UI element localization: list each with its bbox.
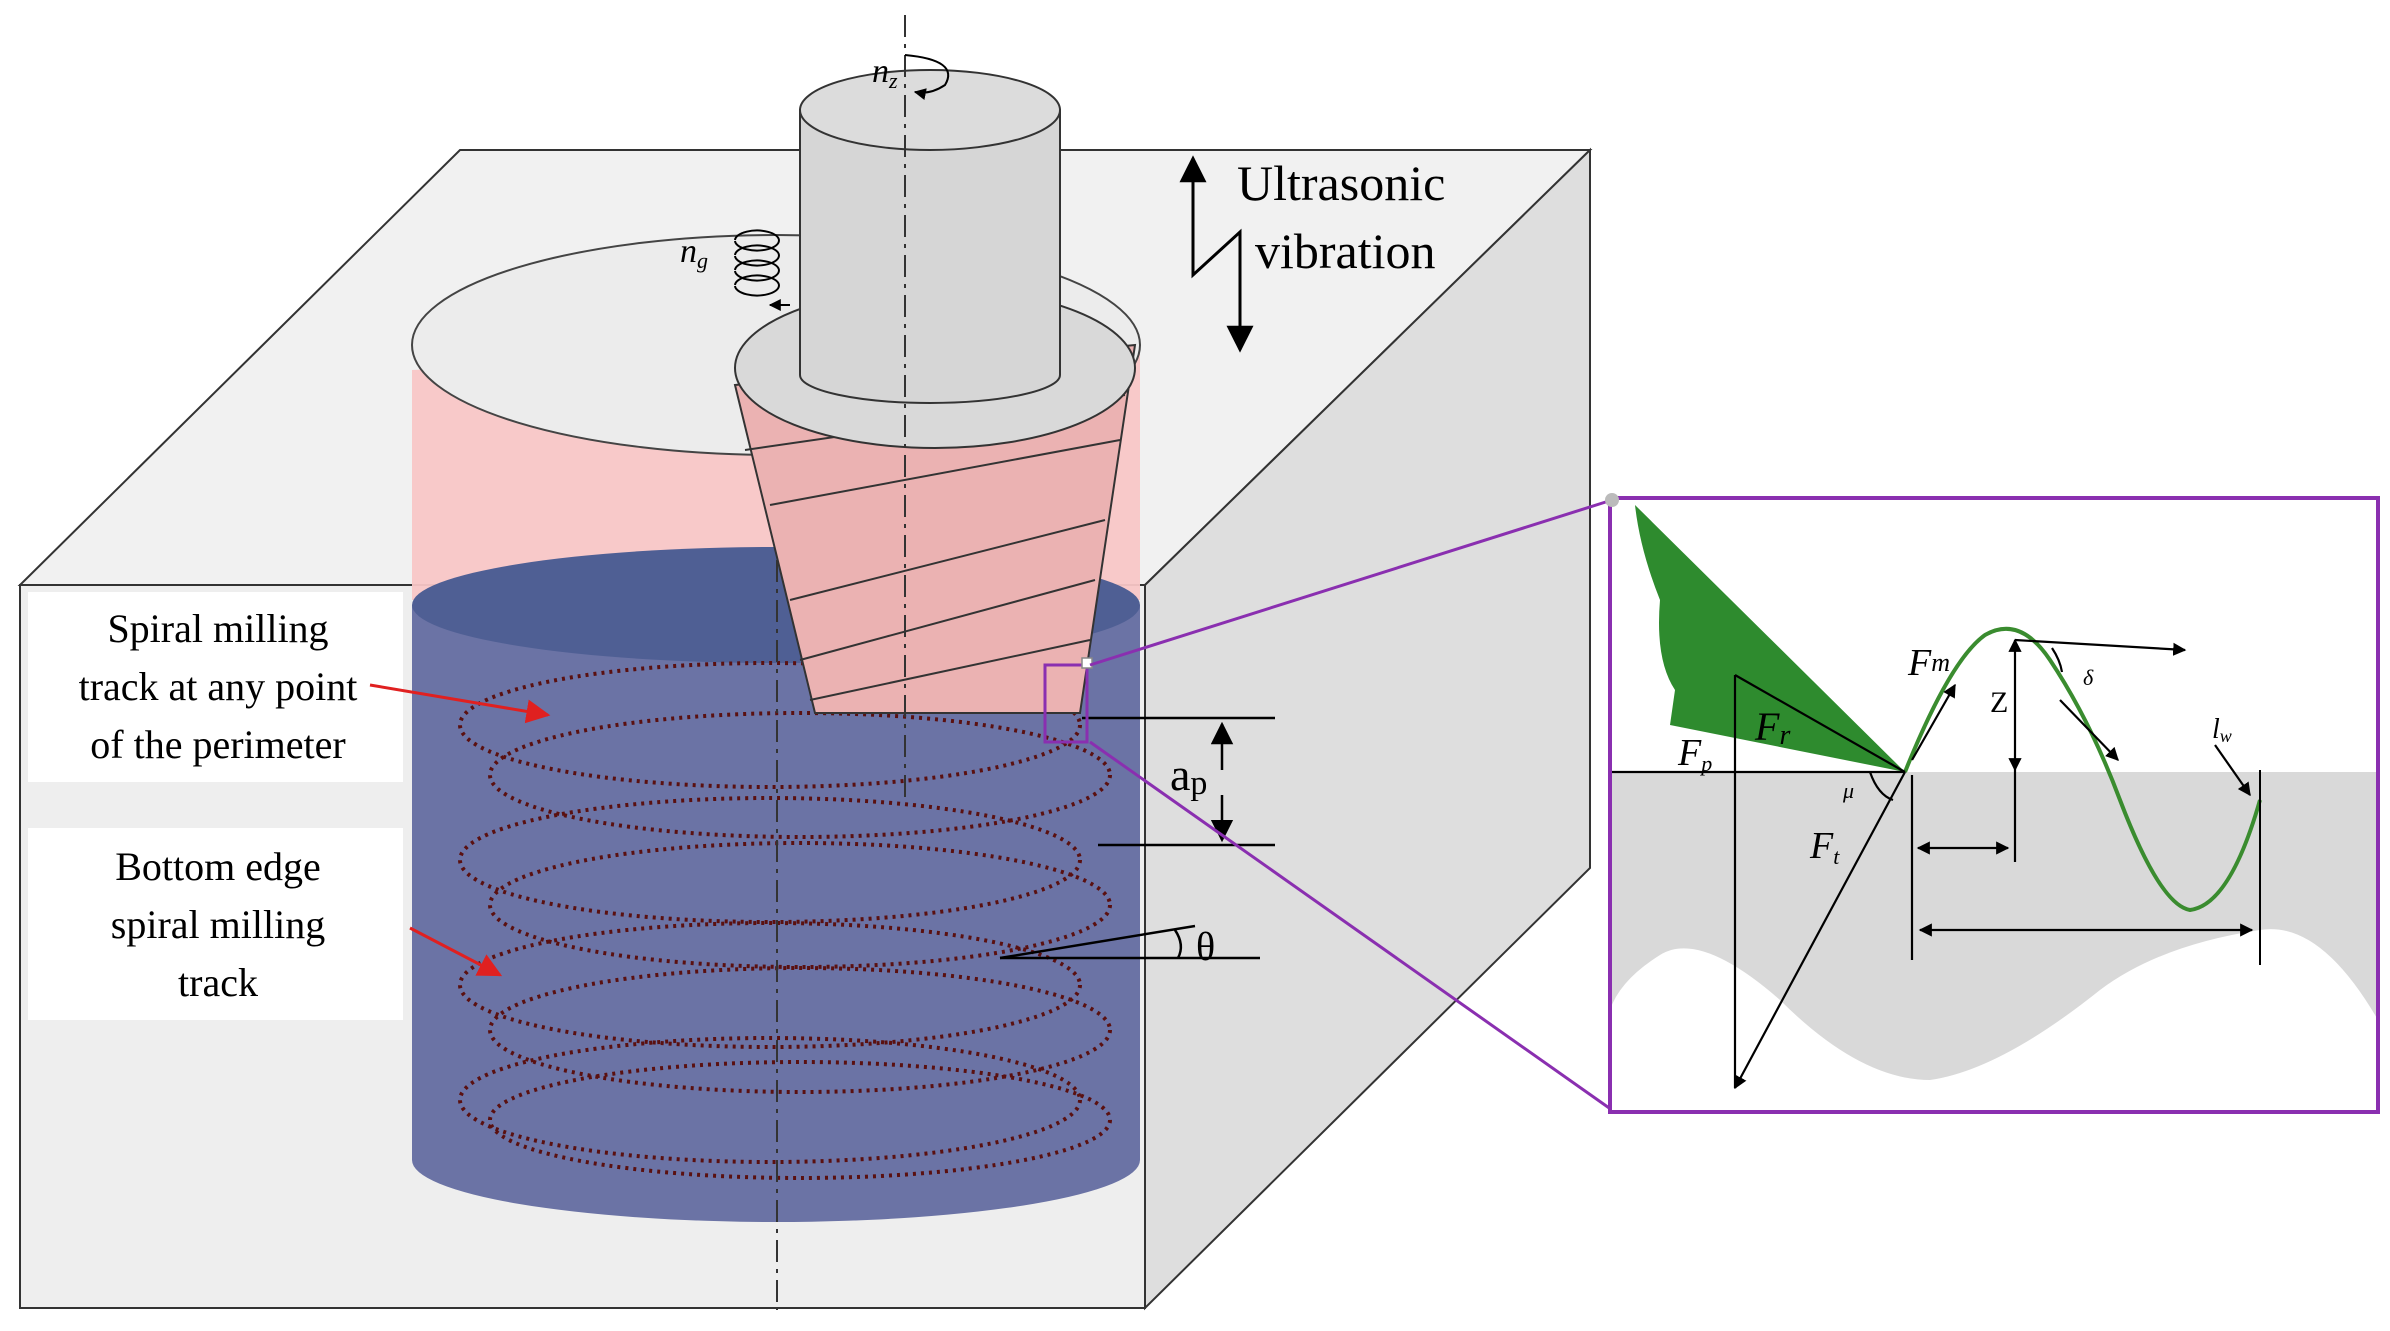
label-ap: ap (1170, 749, 1207, 802)
label-Fp: Fp (1677, 732, 1712, 776)
tool (733, 15, 1137, 1310)
spiral-track-label-3: of the perimeter (90, 722, 345, 767)
force-arrows (1612, 638, 2251, 1090)
workpiece-section (1610, 772, 2378, 1080)
cutting-chip (1635, 505, 1905, 772)
spiral-track-pointer (369, 683, 551, 724)
bottom-edge-label-3: track (178, 960, 258, 1005)
label-ultrasonic-2: vibration (1255, 223, 1436, 279)
zoom-marker (1081, 657, 1093, 669)
bottom-edge-label-box (28, 828, 403, 1020)
bottom-edge-label-2: spiral milling (111, 902, 325, 947)
label-delta: δ (2083, 665, 2094, 690)
z-dimension (1910, 638, 2254, 960)
theta-indicator (999, 924, 1260, 960)
label-Ft: Ft (1809, 825, 1840, 869)
zoom-leader-bottom (1089, 740, 1613, 1112)
label-Z: Z (1990, 686, 2008, 719)
spiral-track-label-1: Spiral milling (107, 606, 328, 651)
bottom-edge-pointer (409, 926, 503, 977)
orbit-coil-ng (734, 229, 780, 297)
label-nz: nz (872, 53, 898, 93)
hole-blue-body (412, 605, 1140, 1222)
label-ultrasonic-1: Ultrasonic (1237, 155, 1445, 211)
label-ng: ng (680, 233, 708, 273)
spiral-track (458, 661, 1112, 1180)
rotation-arrow-nz (904, 54, 950, 100)
zoom-leader-top (1089, 498, 1613, 667)
ap-dimension (1082, 716, 1275, 847)
ultrasonic-indicator (1179, 155, 1254, 353)
tool-shank (799, 109, 1061, 404)
tool-shank-top (799, 69, 1061, 151)
spiral-track-label-box (28, 592, 403, 782)
label-Fm: Fm (1907, 642, 1950, 684)
label-mu: μ (1842, 778, 1854, 803)
bottom-edge-label-1: Bottom edge (115, 844, 321, 889)
inset-frame (1608, 496, 2380, 1114)
zoom-source-box (1043, 663, 1089, 744)
inset-detail (1605, 493, 2380, 1114)
label-lw: lw (2212, 714, 2232, 746)
inset-corner-marker (1605, 493, 1619, 507)
label-Fr: Fr (1754, 704, 1790, 751)
label-theta: θ (1196, 924, 1215, 969)
spiral-track-label-2: track at any point (79, 664, 358, 709)
